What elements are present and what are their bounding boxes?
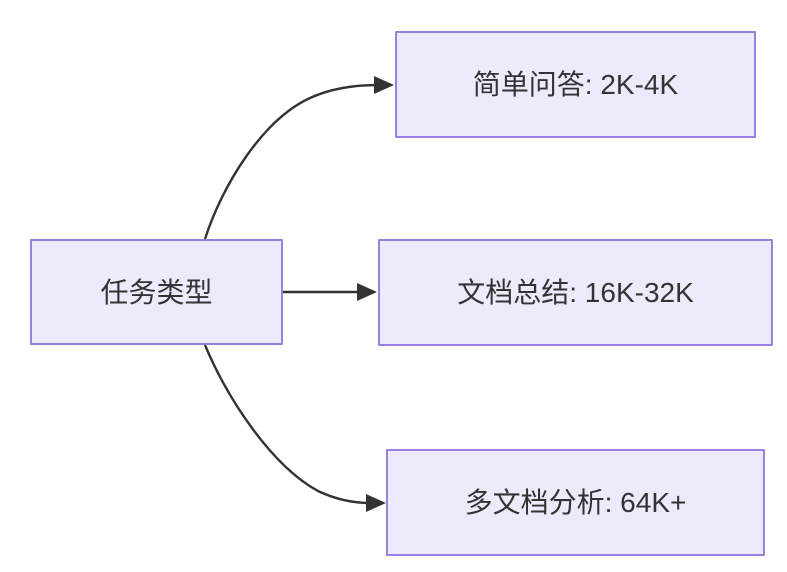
node-doc-summary[interactable]: 文档总结: 16K-32K: [378, 239, 773, 346]
node-root-label: 任务类型: [100, 276, 213, 308]
node-simple-qa[interactable]: 简单问答: 2K-4K: [395, 31, 756, 138]
arrow-head-icon: [357, 283, 377, 301]
edge-root-simple-qa-path: [203, 83, 379, 240]
edge-root-simple-qa: [203, 76, 394, 240]
edge-root-multi-doc-path: [203, 344, 371, 505]
arrow-head-icon: [366, 494, 386, 512]
node-simple-qa-label: 简单问答: 2K-4K: [472, 69, 679, 100]
arrow-head-icon: [374, 76, 394, 94]
edge-root-doc-summary: [283, 283, 377, 301]
node-multi-doc[interactable]: 多文档分析: 64K+: [386, 449, 765, 556]
edge-root-multi-doc: [203, 344, 386, 512]
node-multi-doc-label: 多文档分析: 64K+: [464, 487, 687, 518]
node-root[interactable]: 任务类型: [30, 239, 283, 345]
node-doc-summary-label: 文档总结: 16K-32K: [457, 277, 694, 308]
